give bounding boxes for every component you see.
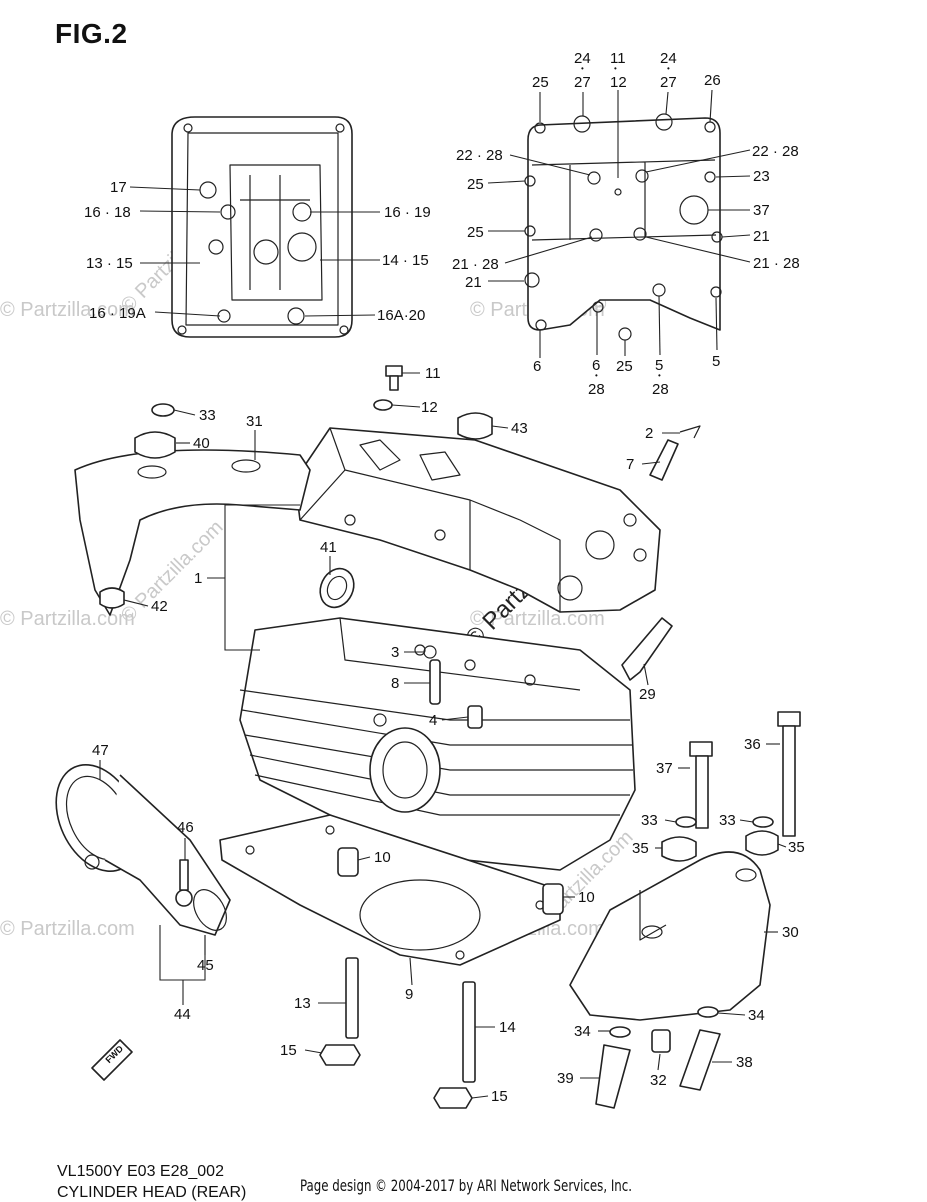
callout-label: 12 [421, 399, 438, 416]
small-parts [91, 365, 801, 1109]
callout-label: 16A·20 [377, 307, 425, 324]
cylinder-head-cover-view [524, 113, 723, 341]
callout-label: 25 [467, 224, 484, 241]
callout-label: 13 [294, 995, 311, 1012]
cylinder-head-top-view [171, 116, 353, 338]
callout-label: 17 [110, 179, 127, 196]
model-code: VL1500Y E03 E28_002 [57, 1163, 224, 1180]
callout-label: 21 · 28 [753, 255, 800, 272]
callout-label: 16 · 19 [384, 204, 431, 221]
watermark-text: © Partzilla.com [470, 608, 605, 630]
callout-labels: 24 • 27 11 • 12 24 • 27 25 26 22 · 28 22… [84, 50, 805, 1105]
callout-label: 12 [610, 74, 627, 91]
callout-label: 24 [660, 50, 677, 67]
callout-label: 25 [532, 74, 549, 91]
intake-pipe [55, 763, 231, 936]
callout-dot: • [658, 371, 661, 380]
callout-label: 22 · 28 [456, 147, 503, 164]
callout-label: 28 [652, 381, 669, 398]
callout-label: 11 [425, 365, 441, 382]
callout-label: 29 [639, 686, 656, 703]
callout-label: 6 [592, 357, 600, 374]
copyright-text: Page design © 2004-2017 by ARI Network S… [300, 1176, 633, 1195]
callout-label: 40 [193, 435, 210, 452]
callout-label: 3 [391, 644, 399, 661]
callout-label: 11 [610, 50, 626, 67]
callout-label: 22 · 28 [752, 143, 799, 160]
callout-label: 21 · 28 [452, 256, 499, 273]
callout-label: 44 [174, 1006, 191, 1023]
callout-label: 43 [511, 420, 528, 437]
callout-label: 21 [465, 274, 482, 291]
callout-label: 39 [557, 1070, 574, 1087]
callout-label: 37 [753, 202, 770, 219]
cam-housing-assembly [294, 427, 661, 613]
callout-label: 37 [656, 760, 673, 777]
callout-label: 1 [194, 570, 202, 587]
leader-lines [99, 89, 787, 1099]
callout-label: 9 [405, 986, 413, 1003]
callout-label: 24 [574, 50, 591, 67]
callout-label: 35 [632, 840, 649, 857]
callout-label: 33 [719, 812, 736, 829]
callout-label: 25 [616, 358, 633, 375]
watermark-text: © Partzilla.com [0, 918, 135, 940]
callout-label: 14 [499, 1019, 516, 1036]
watermark-text: © Partzilla.com [0, 608, 135, 630]
callout-dot: • [595, 371, 598, 380]
callout-label: 45 [197, 957, 214, 974]
callout-label: 6 [533, 358, 541, 375]
callout-label: 2 [645, 425, 653, 442]
callout-label: 16 · 19A [89, 305, 146, 322]
callout-label: 5 [655, 357, 663, 374]
callout-label: 8 [391, 675, 399, 692]
callout-label: 34 [574, 1023, 591, 1040]
callout-label: 41 [320, 539, 337, 556]
callout-dot: • [667, 64, 670, 73]
callout-label: 26 [704, 72, 721, 89]
callout-label: 27 [660, 74, 677, 91]
cylinder-head-gasket [219, 814, 561, 966]
callout-label: 14 · 15 [382, 252, 429, 269]
callout-label: 36 [744, 736, 761, 753]
callout-label: 13 · 15 [86, 255, 133, 272]
callout-label: 47 [92, 742, 109, 759]
callout-label: 30 [782, 924, 799, 941]
heat-shield-left [74, 449, 311, 616]
callout-label: 46 [177, 819, 194, 836]
callout-label: 31 [246, 413, 263, 430]
callout-label: 42 [151, 598, 168, 615]
callout-dot: • [614, 64, 617, 73]
heat-shield-right [569, 851, 771, 1021]
callout-label: 25 [467, 176, 484, 193]
callout-label: 10 [374, 849, 391, 866]
callout-label: 33 [199, 407, 216, 424]
callout-label: 15 [491, 1088, 508, 1105]
callout-label: 7 [626, 456, 634, 473]
callout-label: 23 [753, 168, 770, 185]
callout-label: 34 [748, 1007, 765, 1024]
callout-label: 16 · 18 [84, 204, 131, 221]
callout-label: 38 [736, 1054, 753, 1071]
callout-label: 33 [641, 812, 658, 829]
callout-label: 10 [578, 889, 595, 906]
watermark-text: © Partzilla.com [0, 299, 135, 321]
figure-title: FIG.2 [55, 18, 128, 49]
callout-label: 21 [753, 228, 770, 245]
callout-label: 5 [712, 353, 720, 370]
callout-label: 4 [429, 712, 437, 729]
callout-label: 27 [574, 74, 591, 91]
callout-label: 32 [650, 1072, 667, 1089]
callout-dot: • [581, 64, 584, 73]
callout-label: 15 [280, 1042, 297, 1059]
callout-label: 28 [588, 381, 605, 398]
callout-label: 35 [788, 839, 805, 856]
assembly-name: CYLINDER HEAD (REAR) [57, 1184, 247, 1201]
cylinder-head-body [239, 617, 636, 871]
